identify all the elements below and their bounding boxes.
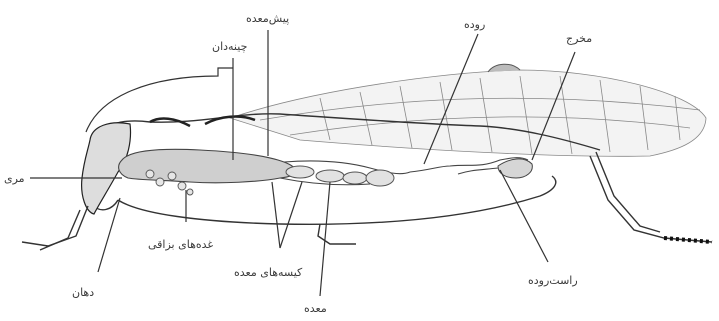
- leader-caeca-a: [272, 182, 280, 248]
- digestive-tract: [119, 149, 533, 195]
- label-proventriculus: پیش‌معده: [246, 12, 289, 25]
- leader-caeca-b: [280, 182, 302, 248]
- leader-rectum: [500, 170, 548, 262]
- label-salivary-glands: غده‌های بزاقی: [148, 238, 213, 251]
- wing: [230, 70, 706, 156]
- label-mouth: دهان: [72, 286, 94, 299]
- label-stomach: معده: [304, 302, 327, 315]
- label-gastric-caeca: کیسه‌های معده: [234, 266, 302, 279]
- label-crop: چینه‌دان: [212, 40, 247, 53]
- label-esophagus: مری: [4, 172, 25, 185]
- label-rectum: راست‌روده: [528, 274, 578, 287]
- label-anus: مخرج: [566, 32, 592, 45]
- label-intestine: روده: [464, 18, 485, 31]
